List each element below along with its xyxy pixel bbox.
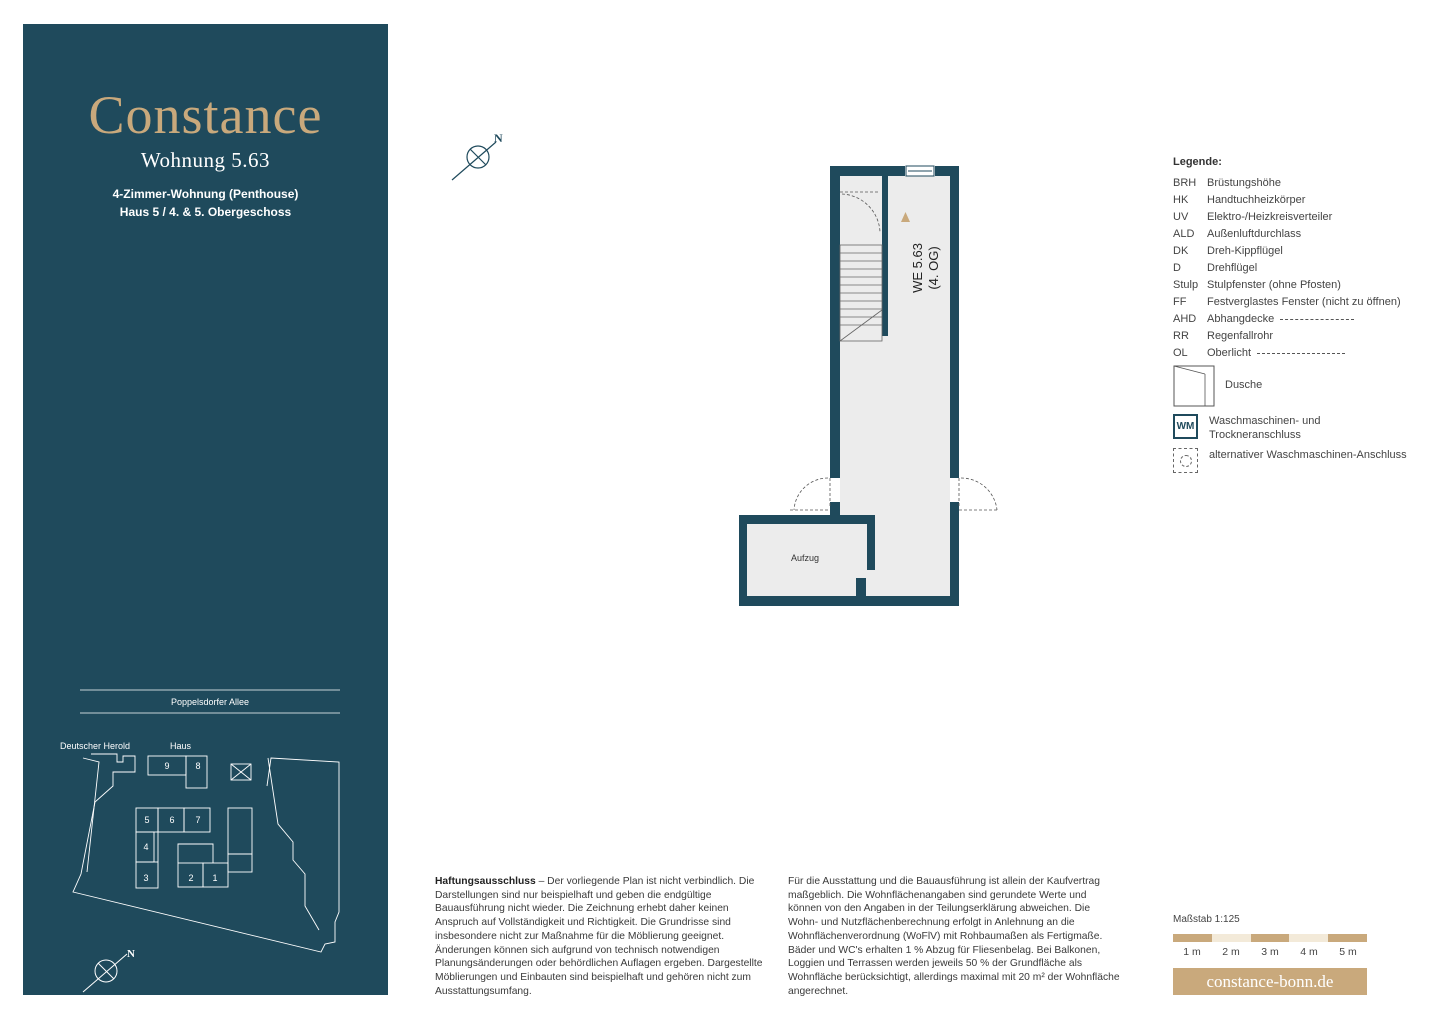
unit-floor-label: (4. OG)	[926, 246, 941, 289]
legend-alt-wm: alternativer Waschmaschinen-Anschluss	[1173, 448, 1407, 473]
site-house-5: 5	[144, 815, 149, 825]
site-compass-icon	[82, 953, 128, 993]
legend-wm: WM Waschmaschinen- und Trockneranschluss	[1173, 414, 1320, 441]
site-house-9: 9	[164, 761, 169, 771]
scale-bar	[1173, 934, 1367, 942]
floor-plan: WE 5.63 (4. OG) Aufzug	[739, 165, 998, 606]
site-compass-label: N	[127, 948, 135, 960]
disclaimer-heading: Haftungsausschluss	[435, 876, 536, 887]
disclaimer-col-1: Haftungsausschluss – Der vorliegende Pla…	[435, 876, 763, 997]
legend-dusche: Dusche	[1173, 365, 1262, 410]
site-house-1: 1	[212, 873, 217, 883]
unit-type: 4-Zimmer-Wohnung (Penthouse)	[112, 187, 299, 201]
website-link[interactable]: constance-bonn.de	[1173, 968, 1367, 995]
site-house-2: 2	[188, 873, 193, 883]
site-house-8: 8	[195, 761, 200, 771]
unit-label: WE 5.63	[910, 243, 925, 293]
legend-title: Legende:	[1173, 156, 1222, 168]
site-house-6: 6	[169, 815, 174, 825]
compass-label: N	[494, 131, 503, 145]
brand-logo: Constance	[88, 85, 323, 145]
site-house-7: 7	[195, 815, 200, 825]
unit-title: Wohnung 5.63	[140, 148, 271, 172]
info-panel: Constance Wohnung 5.63 4-Zimmer-Wohnung …	[23, 24, 388, 995]
dashed-line-icon	[1280, 318, 1355, 320]
unit-floor: Haus 5 / 4. & 5. Obergeschoss	[119, 205, 292, 219]
site-plan: Poppelsdorfer Allee Deutscher Herold Hau…	[60, 689, 340, 993]
site-street-label: Poppelsdorfer Allee	[171, 697, 249, 707]
site-house-label: Haus	[170, 741, 192, 751]
site-neighbor-label: Deutscher Herold	[60, 741, 130, 751]
site-house-4: 4	[143, 842, 148, 852]
washing-machine-icon: WM	[1173, 414, 1198, 439]
site-house-3: 3	[143, 873, 148, 883]
compass-icon: N	[451, 131, 503, 181]
room-label-aufzug: Aufzug	[791, 553, 819, 563]
disclaimer-col-2: Für die Ausstattung und die Bauausführun…	[788, 876, 1120, 997]
scale-label: Maßstab 1:125	[1173, 914, 1240, 925]
shower-icon	[1173, 365, 1215, 407]
alt-washing-machine-icon	[1173, 448, 1198, 473]
dash-dot-line-icon	[1257, 352, 1346, 354]
